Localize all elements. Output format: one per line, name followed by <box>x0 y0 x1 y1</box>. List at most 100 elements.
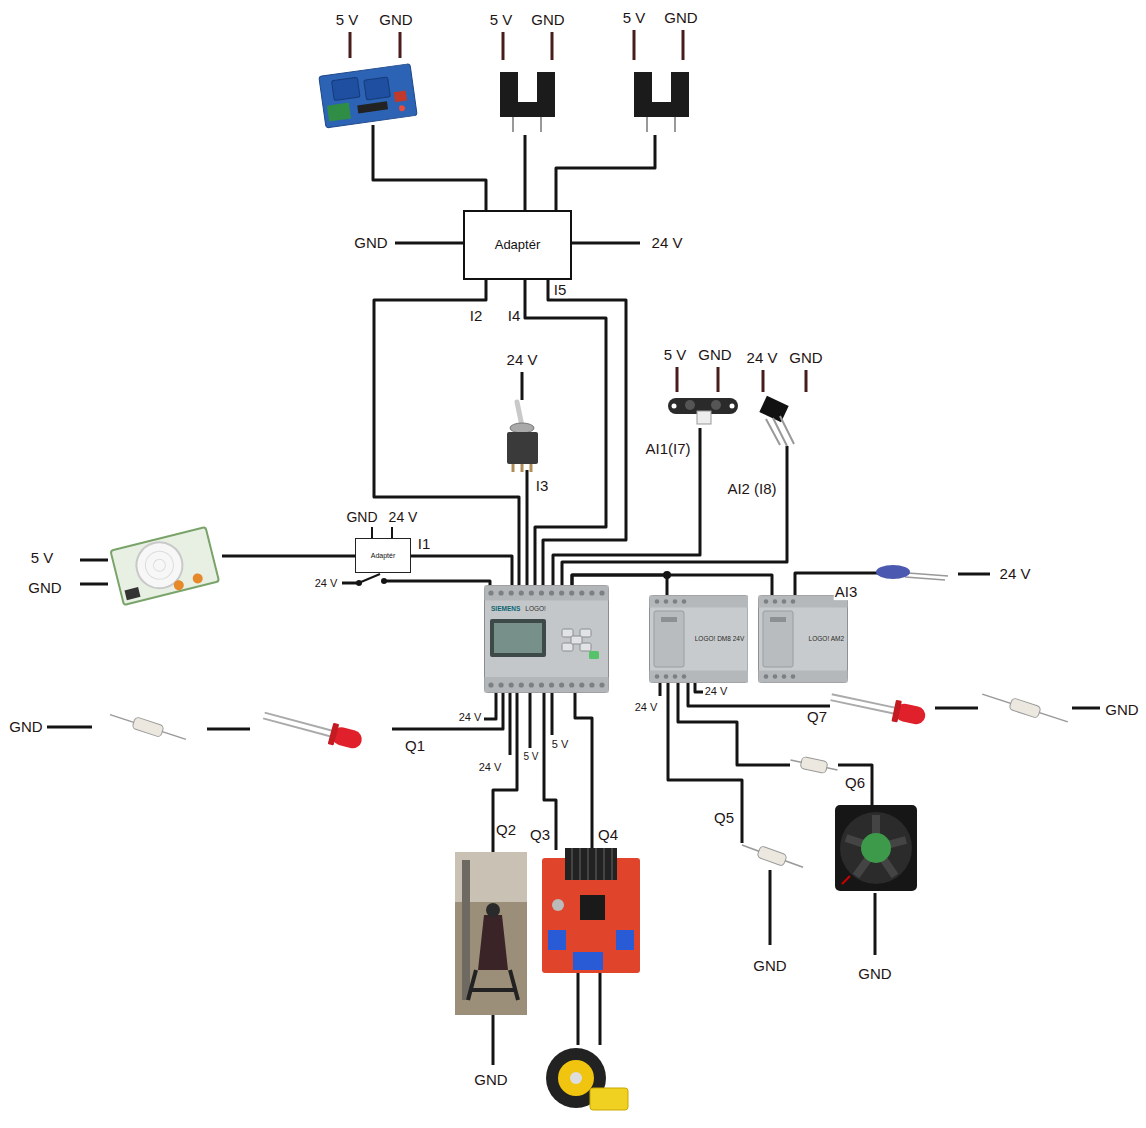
pir-sensor <box>192 572 204 584</box>
pir-sensor <box>173 579 185 591</box>
node-label: Adaptér <box>495 238 541 252</box>
cooling-fan <box>861 833 891 863</box>
sensor-photo <box>455 852 527 1015</box>
resistor-symbol <box>108 709 188 745</box>
wire <box>492 1015 495 1065</box>
wire-connector <box>411 556 512 585</box>
pir-sensor <box>110 527 219 605</box>
pin-label: GND <box>27 580 62 596</box>
wire <box>207 728 250 731</box>
resistor-symbol <box>110 715 186 740</box>
wire <box>935 707 978 710</box>
wire <box>484 693 496 719</box>
pin-label: GND <box>752 958 787 974</box>
wire <box>529 693 532 748</box>
ir-distance-sensor <box>711 400 721 410</box>
wire <box>372 527 392 538</box>
led <box>263 713 335 738</box>
sensor-photo <box>468 970 518 1000</box>
wheel-motor <box>570 1072 582 1084</box>
wire <box>509 693 512 755</box>
pin-label: GND <box>697 347 732 363</box>
wheel-motor <box>590 1088 628 1110</box>
pin-label: GND <box>788 350 823 366</box>
wire <box>47 125 1100 1065</box>
motor-driver-board <box>572 848 612 880</box>
pin-label: 5 V <box>30 550 55 566</box>
relay-module <box>319 64 417 128</box>
pin-label: 5 V <box>489 12 514 28</box>
plc-unit: SIEMENS LOGO! <box>484 585 609 693</box>
wire <box>524 135 527 210</box>
power-stub <box>350 30 806 392</box>
thermistor <box>876 565 948 580</box>
pin-label: 24 V <box>651 235 684 251</box>
relay-module <box>319 64 417 128</box>
pin-label: 5 V <box>551 739 570 751</box>
node-label: SIEMENS <box>491 605 520 612</box>
node-label: Adaptér <box>371 552 396 560</box>
resistor-symbol <box>742 845 803 867</box>
motor-driver-board <box>542 848 640 973</box>
pin-label: Q1 <box>404 738 426 754</box>
motor-driver-board <box>616 930 634 950</box>
wire <box>874 893 877 955</box>
signal-label: I1 <box>417 536 432 552</box>
motor-driver-board <box>565 848 617 880</box>
pin-label: 5 V <box>663 347 688 363</box>
sensor-photo <box>486 903 500 917</box>
pin-label: AI1(I7) <box>644 441 691 457</box>
pin-label: 24 V <box>634 702 659 714</box>
ir-distance-sensor <box>668 398 738 424</box>
pin-label: 24 V <box>746 350 779 366</box>
pin-label: 5 V <box>622 10 647 26</box>
adapter-box: Adaptér <box>463 210 572 280</box>
pin-label: 24 V <box>999 566 1032 582</box>
wire <box>659 683 662 696</box>
adapter-box: Adaptér <box>355 538 411 573</box>
pin-label: 24 V <box>478 762 503 774</box>
pin-label: GND <box>1104 702 1139 718</box>
signal-label: I4 <box>507 308 522 324</box>
wire <box>838 765 872 805</box>
pin-label: AI2 (I8) <box>726 481 777 497</box>
wire <box>47 726 92 729</box>
photo-interrupter <box>634 72 689 117</box>
wire <box>695 683 703 692</box>
wire <box>551 693 554 735</box>
relay-module <box>327 103 351 122</box>
junction-dot <box>356 580 362 586</box>
relay-module <box>364 77 391 100</box>
wire <box>386 581 490 585</box>
pin-label: 24 V <box>458 712 483 724</box>
pir-sensor <box>152 558 167 573</box>
pin-label: 24 V <box>314 578 339 590</box>
relay-module <box>399 105 406 112</box>
wire <box>562 446 787 585</box>
cooling-fan <box>835 805 917 891</box>
pin-label: Q6 <box>844 775 866 791</box>
pin-label: GND <box>8 719 43 735</box>
pin-label: Q5 <box>713 810 735 826</box>
pin-label: Q2 <box>495 822 517 838</box>
cooling-fan <box>846 815 906 876</box>
relay-module <box>332 77 361 100</box>
toggle-switch <box>510 423 534 433</box>
pin-label: 24 V <box>388 510 419 525</box>
wheel-motor <box>546 1048 628 1110</box>
wire <box>521 372 524 400</box>
cooling-fan <box>840 812 912 884</box>
node-label: LOGO! <box>525 605 546 612</box>
motor-driver-board <box>552 899 564 911</box>
resistor-symbol <box>757 846 787 867</box>
wire-connector <box>543 280 626 585</box>
photo-interrupter <box>500 72 555 132</box>
toggle-switch <box>507 432 538 464</box>
temperature-sensor <box>766 416 794 446</box>
ir-distance-sensor <box>730 404 735 409</box>
photo-interrupter <box>513 117 541 132</box>
pin-label: GND <box>663 10 698 26</box>
pin-label: AI3 <box>834 584 859 600</box>
pin-label: 24 V <box>506 352 539 368</box>
